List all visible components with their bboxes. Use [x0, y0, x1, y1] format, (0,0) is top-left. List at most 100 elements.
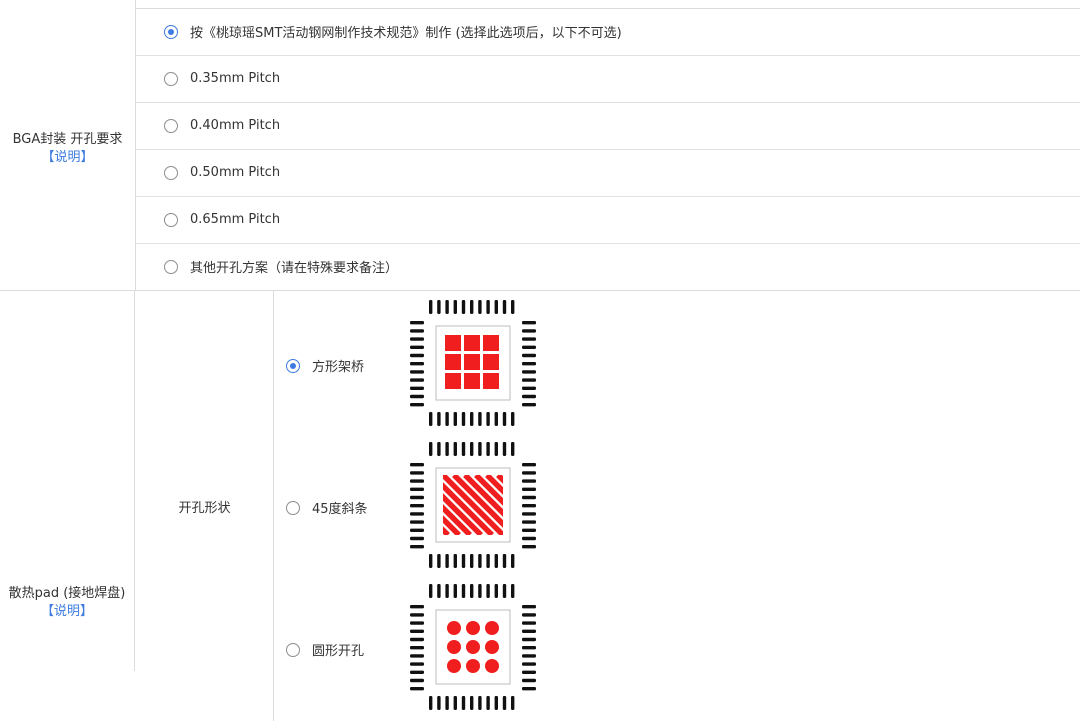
bga-option-row[interactable]: 其他开孔方案（请在特殊要求备注） [136, 243, 1080, 290]
chip-pin-right [522, 646, 536, 650]
bga-option-label[interactable]: 0.35mm Pitch [190, 71, 281, 86]
shape-option[interactable]: 方形架桥 [286, 356, 364, 375]
shape-option-radio[interactable] [286, 500, 300, 515]
chip-pin-left [410, 528, 424, 532]
chip-pin-left [410, 629, 424, 633]
shape-option[interactable]: 45度斜条 [286, 498, 368, 517]
pad-circle [485, 621, 499, 635]
chip-pin-top [502, 584, 507, 598]
pad-square [483, 373, 499, 389]
bga-option-radio[interactable] [164, 118, 178, 133]
chip-pin-left [410, 463, 424, 467]
pad-stripe [443, 504, 472, 535]
chip-pin-bottom [486, 554, 490, 568]
chip-pin-right [522, 520, 536, 524]
chip-pin-top [429, 584, 433, 598]
shape-option-radio[interactable] [286, 642, 300, 657]
bga-option-label[interactable]: 0.40mm Pitch [190, 118, 281, 133]
bga-option-radio[interactable] [164, 259, 178, 274]
chip-pin-right [522, 463, 536, 467]
chip-pin-bottom [429, 696, 433, 710]
chip-pin-bottom [461, 554, 466, 568]
square-bridge-pattern-icon [410, 300, 536, 426]
bga-option-label[interactable]: 0.50mm Pitch [190, 165, 281, 180]
chip-pin-top [470, 442, 474, 456]
pad-square [483, 354, 499, 370]
chip-pin-left [410, 536, 424, 541]
shape-option-radio[interactable] [286, 358, 300, 373]
chip-pin-bottom [486, 412, 490, 426]
bga-option-row[interactable]: 0.65mm Pitch [136, 196, 1080, 244]
bga-option-row[interactable]: 0.50mm Pitch [136, 149, 1080, 197]
thermal-pad-help-link[interactable]: 【说明】 [40, 604, 93, 619]
shape-option-label[interactable]: 圆形开孔 [312, 644, 365, 659]
shape-option-label[interactable]: 方形架桥 [312, 360, 365, 375]
pad-square [445, 335, 461, 351]
bga-option-radio[interactable] [164, 24, 178, 39]
chip-pin-left [410, 337, 424, 341]
chip-pin-left [410, 479, 424, 483]
chip-pin-top [478, 584, 482, 598]
chip-pin-bottom [478, 412, 482, 426]
chip-pin-bottom [478, 696, 482, 710]
pad-square [464, 354, 480, 370]
chip-pin-left [410, 403, 424, 407]
bga-option-label[interactable]: 其他开孔方案（请在特殊要求备注） [190, 261, 399, 276]
chip-pin-left [410, 512, 424, 516]
bga-option-row[interactable]: 按《桃琼瑶SMT活动钢网制作技术规范》制作 (选择此选项后，以下不可选) [136, 8, 1080, 56]
chip-pin-left [410, 687, 424, 691]
chip-pin-right [522, 621, 536, 625]
chip-pin-top [494, 442, 498, 456]
shape-option[interactable]: 圆形开孔 [286, 640, 364, 659]
aperture-shape-label-cell: 开孔形状 [136, 291, 274, 721]
chip-pin-bottom [437, 696, 441, 710]
chip-pin-top [445, 300, 449, 314]
bga-option-row[interactable]: 0.40mm Pitch [136, 102, 1080, 150]
pad-square [445, 354, 461, 370]
chip-pin-right [522, 353, 536, 358]
bga-option-radio[interactable] [164, 212, 178, 227]
chip-pin-left [410, 621, 424, 625]
chip-pin-left [410, 637, 424, 642]
aperture-shape-label: 开孔形状 [178, 501, 231, 516]
pad-circle [447, 659, 461, 673]
bga-option-label[interactable]: 0.65mm Pitch [190, 212, 281, 227]
chip-pin-right [522, 512, 536, 516]
bga-option-radio[interactable] [164, 165, 178, 180]
bga-help-link[interactable]: 【说明】 [41, 150, 94, 165]
chip-pin-right [522, 495, 536, 500]
chip-pin-left [410, 394, 424, 399]
chip-pin-left [410, 613, 424, 617]
bga-option-row[interactable]: 0.35mm Pitch [136, 55, 1080, 103]
chip-pin-bottom [461, 696, 466, 710]
chip-pin-right [522, 362, 536, 366]
chip-pin-bottom [511, 696, 515, 710]
bga-option-label[interactable]: 按《桃琼瑶SMT活动钢网制作技术规范》制作 (选择此选项后，以下不可选) [190, 26, 622, 41]
chip-pin-top [453, 584, 457, 598]
chip-pin-top [511, 584, 515, 598]
chip-pin-top [453, 300, 457, 314]
chip-pin-right [522, 337, 536, 341]
chip-pin-top [429, 300, 433, 314]
bga-option-radio[interactable] [164, 71, 178, 86]
chip-pin-left [410, 487, 424, 491]
chip-pin-left [410, 670, 424, 674]
pad-stripe [463, 475, 503, 517]
chip-pin-right [522, 613, 536, 617]
pad-stripe [452, 475, 503, 528]
pad-stripe [443, 515, 461, 535]
chip-pin-bottom [478, 554, 482, 568]
chip-pin-top [511, 300, 515, 314]
chip-pin-bottom [429, 412, 433, 426]
pad-circle [447, 621, 461, 635]
chip-pin-top [437, 442, 441, 456]
chip-pin-left [410, 605, 424, 609]
chip-pin-bottom [429, 554, 433, 568]
chip-pin-top [511, 442, 515, 456]
chip-pin-right [522, 637, 536, 642]
shape-option-label[interactable]: 45度斜条 [312, 502, 368, 517]
chip-pin-bottom [486, 696, 490, 710]
chip-pin-top [486, 300, 490, 314]
chip-pin-top [461, 442, 466, 456]
diagonal-stripes-pattern-icon [410, 442, 536, 568]
